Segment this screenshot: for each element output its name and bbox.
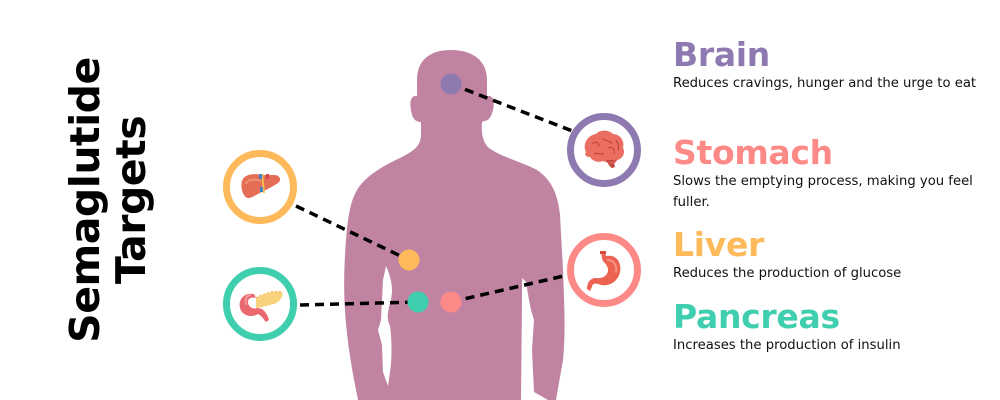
organ-marker-brain [440,73,462,95]
organ-heading-brain: Brain [673,35,771,74]
connector-line-stomach [450,273,569,304]
connector-line-pancreas [299,300,419,307]
organ-ring-stomach [567,233,641,307]
connector-line-liver [295,204,410,262]
stomach-icon [587,251,621,291]
organ-info-stomach: Stomach Slows the emptying process, maki… [673,135,1000,213]
organ-info-liver: Liver Reduces the production of glucose [673,227,1000,284]
brain-icon [584,130,625,168]
body-silhouette [344,50,565,400]
organ-description-brain: Reduces cravings, hunger and the urge to… [673,76,977,91]
organ-marker-stomach [440,291,462,313]
organ-marker-liver [398,249,420,271]
organ-marker-pancreas [407,291,429,313]
connector-lines [295,82,576,307]
organ-description-stomach: Slows the emptying process, making you f… [673,174,973,210]
connector-line-brain [450,82,576,134]
organ-description-pancreas: Increases the production of insulin [673,338,901,353]
right-arm-gap [522,278,533,392]
organ-markers [398,73,462,313]
pancreas-icon [239,290,283,322]
organ-info-brain: Brain Reduces cravings, hunger and the u… [673,37,1000,94]
organ-heading-pancreas: Pancreas [673,297,840,336]
organ-info-pancreas: Pancreas Increases the production of ins… [673,299,1000,356]
liver-icon [241,173,281,198]
left-arm-gap [378,266,392,386]
organ-heading-stomach: Stomach [673,133,833,172]
organ-heading-liver: Liver [673,225,765,264]
organ-description-liver: Reduces the production of glucose [673,266,902,281]
